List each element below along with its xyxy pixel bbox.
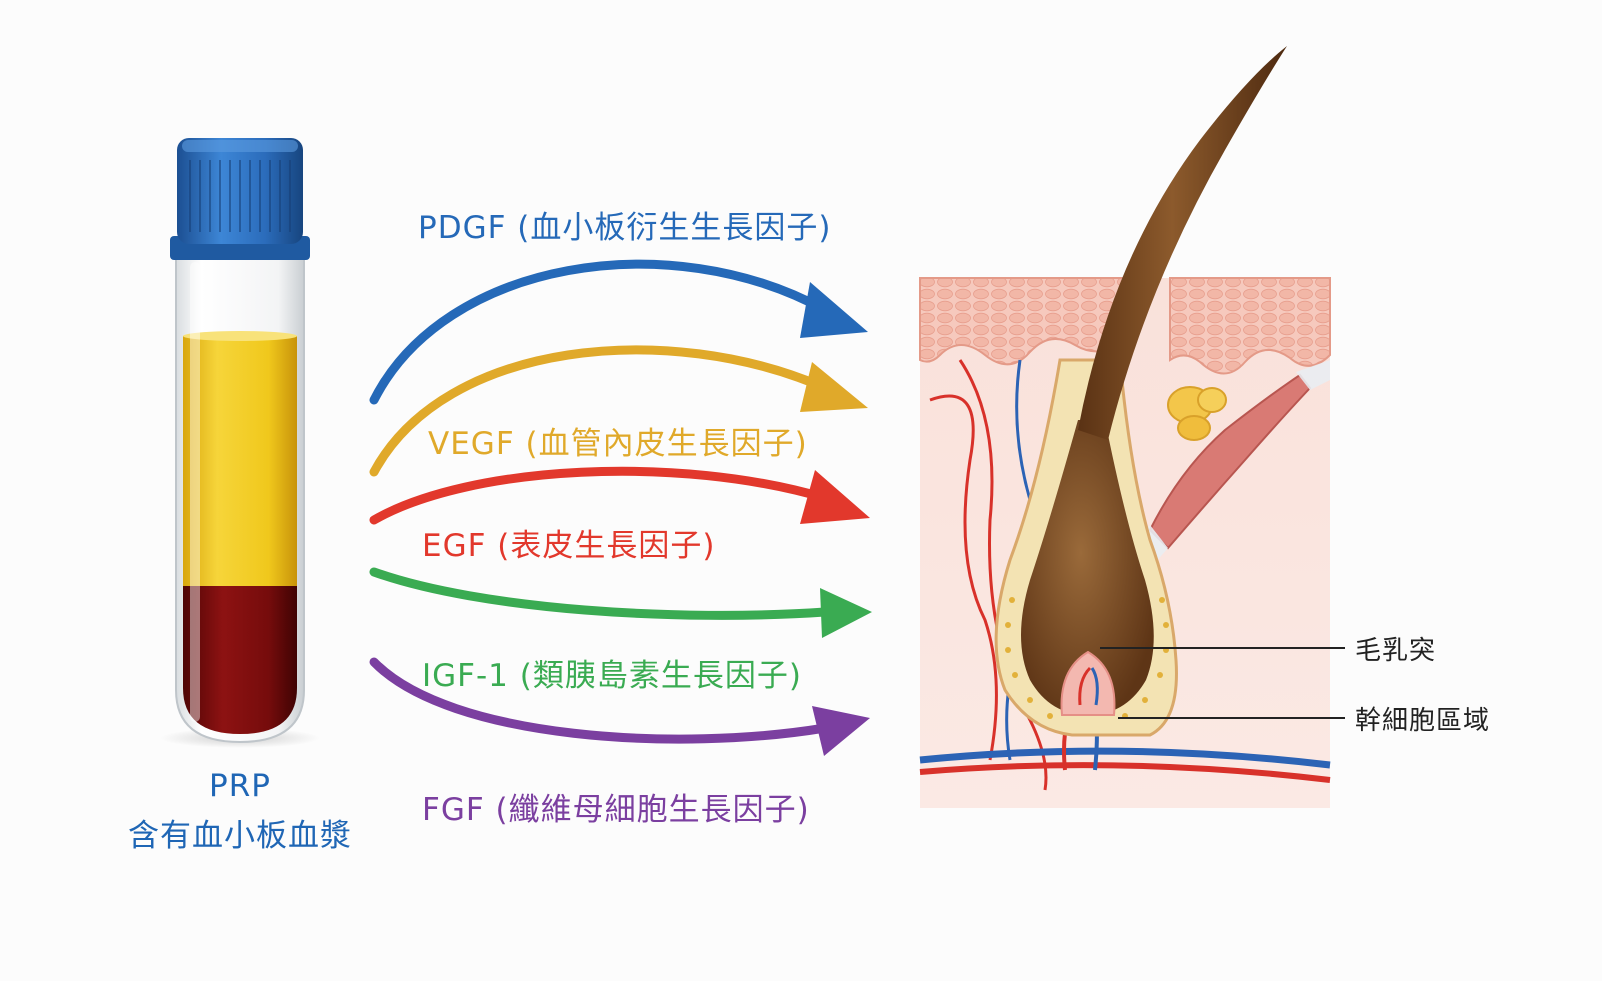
red-blood-cell-layer xyxy=(183,586,297,734)
pdgf-arrow-icon xyxy=(369,259,868,405)
epidermis-right xyxy=(1169,277,1331,375)
test-tube-illustration xyxy=(160,138,320,748)
hair-follicle-illustration xyxy=(919,46,1345,808)
fgf-label: FGF (纖維母細胞生長因子) xyxy=(422,792,810,828)
dermal-papilla-label: 毛乳突 xyxy=(1355,636,1437,666)
egf-arrow-icon xyxy=(369,466,870,525)
igf1-arrow-icon xyxy=(369,567,872,638)
hair-shaft xyxy=(1078,46,1287,440)
vegf-arrow-icon xyxy=(369,345,868,477)
growth-factor-arrows xyxy=(369,259,872,756)
prp-subtitle: 含有血小板血漿 xyxy=(128,818,352,854)
plasma-layer xyxy=(183,336,297,588)
fgf-arrow-icon xyxy=(369,657,870,756)
pdgf-label: PDGF (血小板衍生生長因子) xyxy=(418,210,832,246)
dermal-papilla xyxy=(1060,650,1116,716)
igf1-label: IGF-1 (類胰島素生長因子) xyxy=(422,658,802,694)
prp-title: PRP xyxy=(209,768,271,804)
hair-bulb xyxy=(1021,420,1154,715)
egf-label: EGF (表皮生長因子) xyxy=(422,528,716,564)
epidermis-left xyxy=(919,277,1129,366)
sebaceous-gland-icon xyxy=(1167,386,1227,441)
vegf-label: VEGF (血管內皮生長因子) xyxy=(428,426,808,462)
stem-cell-region-label: 幹細胞區域 xyxy=(1355,706,1491,736)
